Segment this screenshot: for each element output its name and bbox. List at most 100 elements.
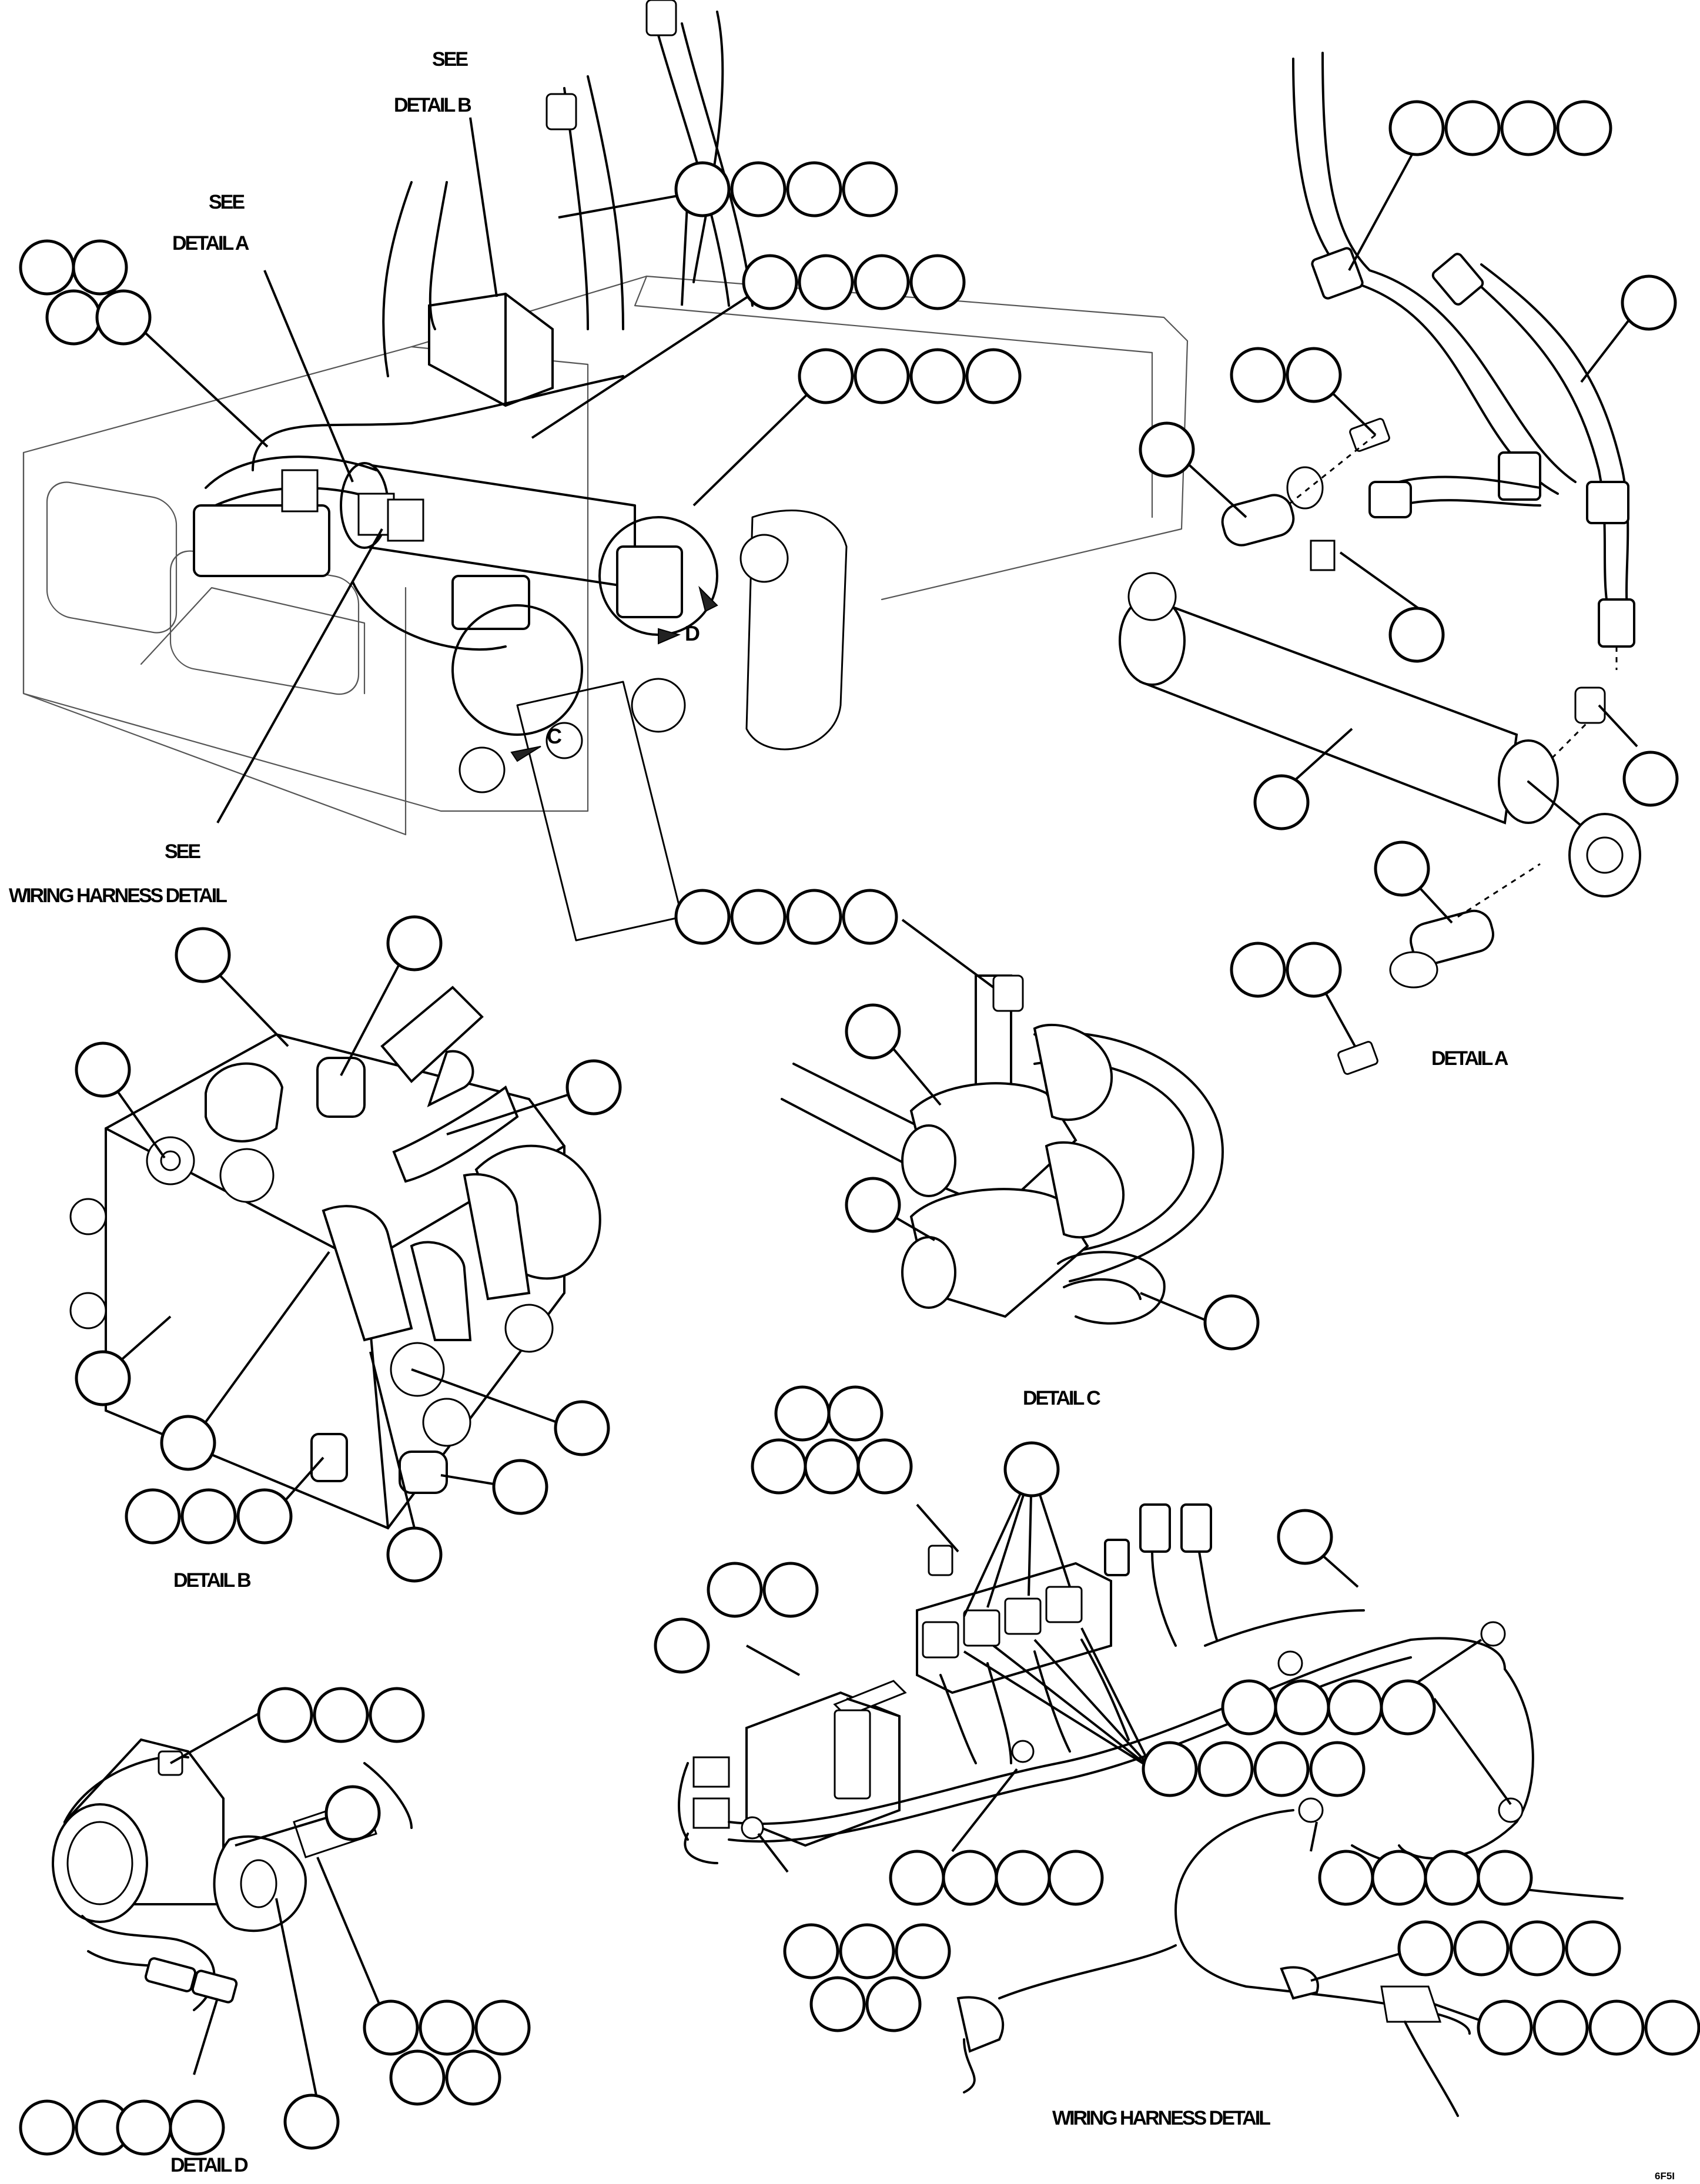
callout-balloon: [730, 889, 787, 945]
callout-balloon: [95, 289, 152, 346]
callout-balloon: [1388, 607, 1445, 663]
callout-balloon: [324, 1785, 381, 1841]
callout-balloon: [895, 1923, 951, 1979]
detail-a: [1119, 52, 1641, 1075]
callout-balloon: [125, 1488, 181, 1545]
callout-balloon: [1371, 1850, 1427, 1906]
callout-balloon: [45, 289, 102, 346]
callout-balloon: [1532, 1999, 1589, 2056]
callout-balloon: [1274, 1679, 1330, 1736]
callout-balloon: [389, 2049, 446, 2106]
callout-balloon: [283, 2093, 340, 2150]
callout-balloon: [72, 239, 128, 296]
callout-balloon: [386, 1526, 443, 1583]
detail-a-callouts: [1139, 100, 1679, 998]
callout-balloon: [1277, 1509, 1333, 1565]
callout-balloon: [180, 1488, 237, 1545]
callout-balloon: [804, 1438, 860, 1495]
callout-balloon: [1622, 751, 1679, 807]
callout-balloon: [1221, 1679, 1277, 1736]
detail-c-title: DETAIL C: [1023, 1387, 1100, 1409]
detail-d-callouts: [19, 1687, 531, 2156]
callout-balloon: [1203, 1294, 1260, 1351]
callout-balloon: [707, 1562, 763, 1618]
callout-balloon: [839, 1923, 895, 1979]
callout-balloon: [1327, 1679, 1383, 1736]
callout-balloon: [1444, 100, 1501, 156]
detail-a-title: DETAIL A: [1431, 1047, 1508, 1070]
callout-balloon: [1556, 100, 1612, 156]
callout-balloon: [1477, 1999, 1533, 2056]
callout-balloon: [854, 254, 910, 310]
callout-balloon: [1397, 1920, 1454, 1977]
wiring-harness-detail: [678, 1469, 1624, 2117]
callout-balloon: [1644, 1999, 1700, 2056]
callout-balloon: [842, 889, 898, 945]
callout-balloon: [1286, 942, 1342, 998]
callout-balloon: [1309, 1741, 1366, 1797]
callout-balloon: [786, 161, 842, 217]
callout-balloon: [1286, 347, 1342, 403]
callout-balloon: [1477, 1850, 1533, 1906]
callout-balloon: [169, 2099, 225, 2156]
callout-balloon: [1139, 421, 1195, 478]
callout-balloon: [1230, 347, 1286, 403]
callout-balloon: [786, 889, 842, 945]
callout-balloon: [175, 927, 231, 983]
callout-balloon: [762, 1562, 819, 1618]
detail-d: [52, 1709, 413, 2102]
see-harness-line2: WIRING HARNESS DETAIL: [9, 885, 227, 907]
callout-balloon: [160, 1415, 216, 1471]
callout-balloon: [783, 1923, 839, 1979]
callout-balloon: [742, 254, 798, 310]
harness-callouts: [654, 1385, 1700, 2056]
callout-balloon: [116, 2099, 172, 2156]
callout-balloon: [845, 1177, 901, 1233]
callout-balloon: [1380, 1679, 1436, 1736]
callout-balloon: [369, 1687, 425, 1743]
callout-balloon: [1197, 1741, 1254, 1797]
callout-balloon: [809, 1976, 866, 2032]
callout-balloon: [445, 2049, 501, 2106]
view-arrow-c-label: C: [547, 724, 562, 748]
callout-balloon: [845, 1003, 901, 1060]
callout-balloon: [1388, 100, 1445, 156]
callout-balloon: [236, 1488, 293, 1545]
callout-balloon: [674, 889, 731, 945]
callout-balloon: [865, 1976, 922, 2032]
callout-balloon: [1230, 942, 1286, 998]
callout-balloon: [654, 1617, 710, 1674]
callout-balloon: [1621, 274, 1677, 331]
callout-balloon: [565, 1059, 622, 1116]
callout-balloon: [1374, 840, 1430, 897]
see-detail-a-line2: DETAIL A: [172, 232, 249, 254]
callout-balloon: [19, 239, 75, 296]
detail-c: [781, 919, 1224, 1325]
callout-balloon: [1500, 100, 1557, 156]
callout-balloon: [474, 1999, 531, 2056]
callout-balloon: [909, 348, 966, 404]
callout-balloon: [856, 1438, 913, 1495]
callout-balloon: [1588, 1999, 1645, 2056]
callout-balloon: [909, 254, 966, 310]
callout-balloon: [1453, 1920, 1510, 1977]
callout-balloon: [827, 1385, 884, 1442]
callout-balloon: [674, 161, 731, 217]
detail-d-title: DETAIL D: [170, 2154, 248, 2176]
callout-balloon: [1318, 1850, 1374, 1906]
callout-balloon: [730, 161, 787, 217]
callout-balloon: [492, 1459, 548, 1515]
view-arrow-d-label: D: [685, 621, 700, 645]
see-detail-a-line1: SEE: [209, 191, 245, 213]
callout-balloon: [1253, 1741, 1310, 1797]
detail-b: [69, 952, 601, 1530]
callout-balloon: [1142, 1741, 1198, 1797]
callout-balloon: [1003, 1441, 1060, 1498]
see-detail-b-line1: SEE: [432, 48, 468, 71]
callout-balloon: [363, 1999, 419, 2056]
main-callouts: [19, 161, 1022, 404]
callout-balloon: [889, 1850, 945, 1906]
callout-balloon: [995, 1850, 1051, 1906]
callout-balloon: [257, 1687, 313, 1743]
